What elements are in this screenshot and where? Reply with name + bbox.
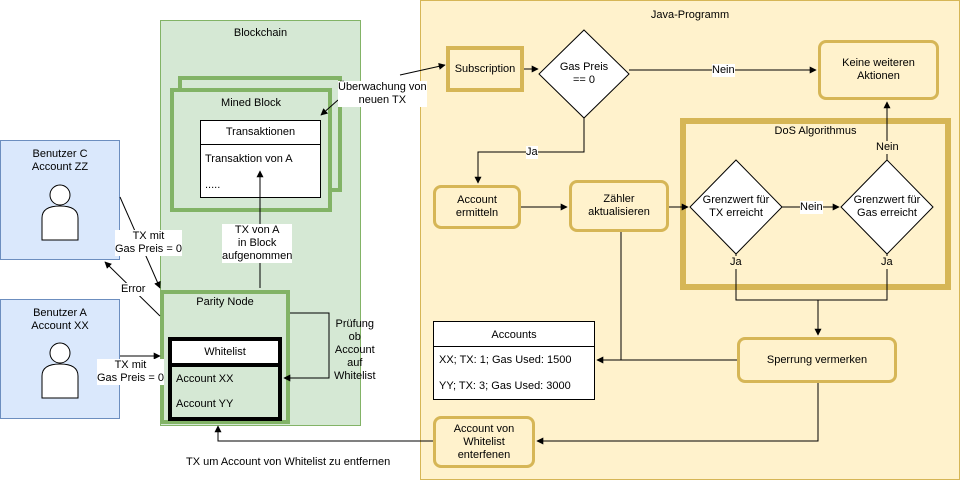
java-title: Java-Programm — [650, 9, 730, 21]
user-c-name: Benutzer C — [32, 148, 88, 160]
edge-label-nein: Nein — [800, 201, 823, 214]
limit-tx-label: TX erreicht — [709, 207, 763, 219]
dos-title: DoS Algorithmus — [774, 125, 857, 137]
user-icon — [41, 342, 79, 399]
edge-label-remove-tx: TX um Account von Whitelist zu entfernen — [186, 456, 391, 469]
blockchain-title: Blockchain — [233, 27, 288, 39]
edge-label-error: Error — [121, 283, 146, 296]
subscription-box: Subscription — [446, 46, 524, 92]
user-icon — [41, 184, 79, 241]
gas-price-label: == 0 — [572, 74, 596, 86]
parity-node-title: Parity Node — [196, 296, 254, 308]
edge-label-nein: Nein — [876, 141, 899, 154]
edge-label-nein: Nein — [712, 64, 735, 77]
edge-label-ja: Ja — [881, 256, 893, 269]
accounts-row: XX; TX: 1; Gas Used: 1500 — [439, 354, 572, 366]
transactions-header: Transaktionen — [225, 126, 296, 138]
gas-price-label: Gas Preis — [559, 61, 609, 73]
transaction-item: Transaktion von A — [205, 153, 293, 165]
edge-label-ja: Ja — [526, 146, 538, 159]
whitelist-item: Account YY — [176, 398, 234, 410]
accounts-header: Accounts — [491, 329, 537, 341]
lock-box: Sperrung vermerken — [737, 337, 897, 383]
accounts-row: YY; TX: 3; Gas Used: 3000 — [439, 380, 571, 392]
edge-label-ja: Ja — [730, 256, 742, 269]
limit-gas-label: Gas erreicht — [857, 207, 917, 219]
limit-tx-label: Grenzwert für — [702, 194, 770, 206]
transaction-more: ..... — [205, 179, 221, 191]
mined-block-title: Mined Block — [221, 97, 281, 109]
user-a-name: Benutzer A — [33, 307, 87, 319]
whitelist-header: Whitelist — [204, 346, 246, 358]
whitelist-item: Account XX — [176, 373, 234, 385]
user-a-account: Account XX — [31, 320, 89, 332]
user-c-account: Account ZZ — [31, 161, 89, 173]
accounts-table — [433, 321, 595, 400]
limit-gas-label: Grenzwert für — [853, 194, 921, 206]
